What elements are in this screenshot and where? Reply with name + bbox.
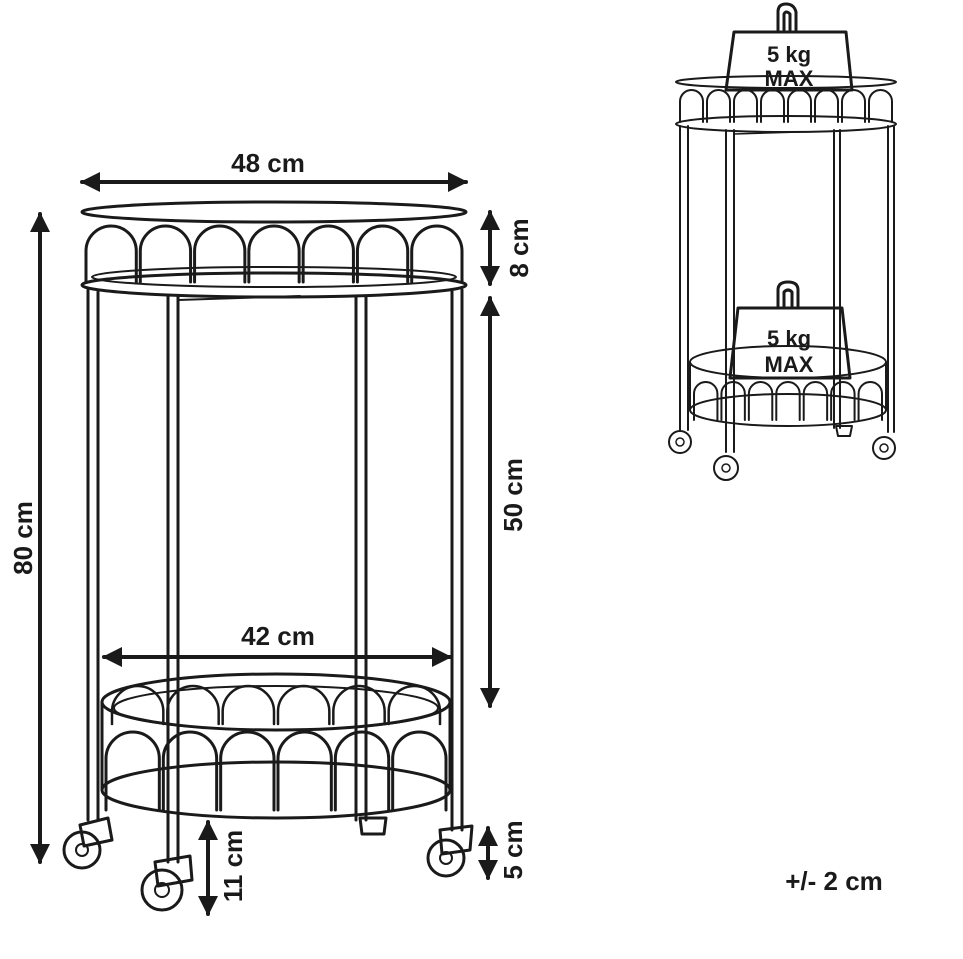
dimension-shelf-gap: 50 cm [480, 296, 528, 708]
main-cart-illustration [62, 200, 474, 912]
tray-arch [868, 89, 893, 123]
tray-arch [104, 730, 161, 812]
top-width-label: 48 cm [231, 148, 305, 178]
tray-arch [391, 730, 448, 812]
tray-arch [679, 89, 704, 123]
dimension-bottom-width: 42 cm [102, 621, 452, 667]
tray-arch [110, 684, 165, 726]
top-tray-arches [84, 224, 464, 284]
tray-arch [760, 89, 785, 123]
tray-arch [138, 224, 193, 284]
tray-arch [221, 684, 276, 726]
top-rail-height-label: 8 cm [504, 218, 534, 277]
wheel-front-right [426, 824, 474, 878]
tray-arch [219, 730, 276, 812]
top-tray [80, 200, 468, 299]
wheels [62, 816, 474, 912]
dimension-top-rail-height: 8 cm [480, 210, 534, 286]
small-bottom-tray-arches [693, 381, 883, 421]
dimension-total-height: 80 cm [8, 212, 50, 864]
tray-arch [775, 381, 801, 421]
bottom-weight-max: MAX [765, 352, 814, 377]
top-weight-value: 5 kg [767, 42, 811, 67]
tray-arch [802, 381, 829, 421]
tray-arch [166, 684, 220, 726]
tray-arch [830, 381, 856, 421]
wheel-front-left [62, 816, 114, 870]
tray-arch [857, 381, 883, 421]
top-weight-icon: 5 kg MAX [724, 2, 854, 92]
base-clearance-label: 11 cm [218, 830, 248, 902]
tray-arch [747, 381, 774, 421]
tolerance-note: +/- 2 cm [785, 866, 883, 896]
tray-arch [276, 684, 331, 726]
tray-arch [161, 730, 219, 812]
bottom-tray-arches [104, 684, 448, 812]
shelf-gap-label: 50 cm [498, 458, 528, 532]
tray-arch [410, 224, 464, 284]
tray-arch [787, 89, 812, 123]
bottom-tray [100, 672, 452, 820]
bottom-weight-icon: 5 kg MAX [728, 280, 852, 380]
tray-arch [355, 224, 410, 284]
total-height-label: 80 cm [8, 501, 38, 575]
tray-arch [706, 89, 731, 123]
tray-arch [841, 89, 866, 123]
tray-arch [84, 224, 138, 284]
load-capacity-illustration: 5 kg MAX 5 kg MAX [668, 2, 897, 481]
tray-arch [276, 730, 333, 812]
tray-arch [332, 684, 386, 726]
tray-arch [720, 381, 746, 421]
tray-arch [247, 224, 301, 284]
tray-arch [333, 730, 391, 812]
tray-arch [693, 381, 719, 421]
tray-arch [301, 224, 355, 284]
bottom-weight-value: 5 kg [767, 326, 811, 351]
wheel-front-center [140, 854, 194, 912]
tray-arch [193, 224, 247, 284]
wheel-height-label: 5 cm [498, 820, 528, 879]
wheel-rear [358, 816, 388, 836]
bottom-width-label: 42 cm [241, 621, 315, 651]
top-weight-max: MAX [765, 66, 814, 91]
dimension-base-clearance: 11 cm [198, 820, 248, 916]
tray-arch [387, 684, 442, 726]
dimension-top-width: 48 cm [80, 148, 468, 192]
dimension-wheel-height: 5 cm [478, 820, 528, 880]
